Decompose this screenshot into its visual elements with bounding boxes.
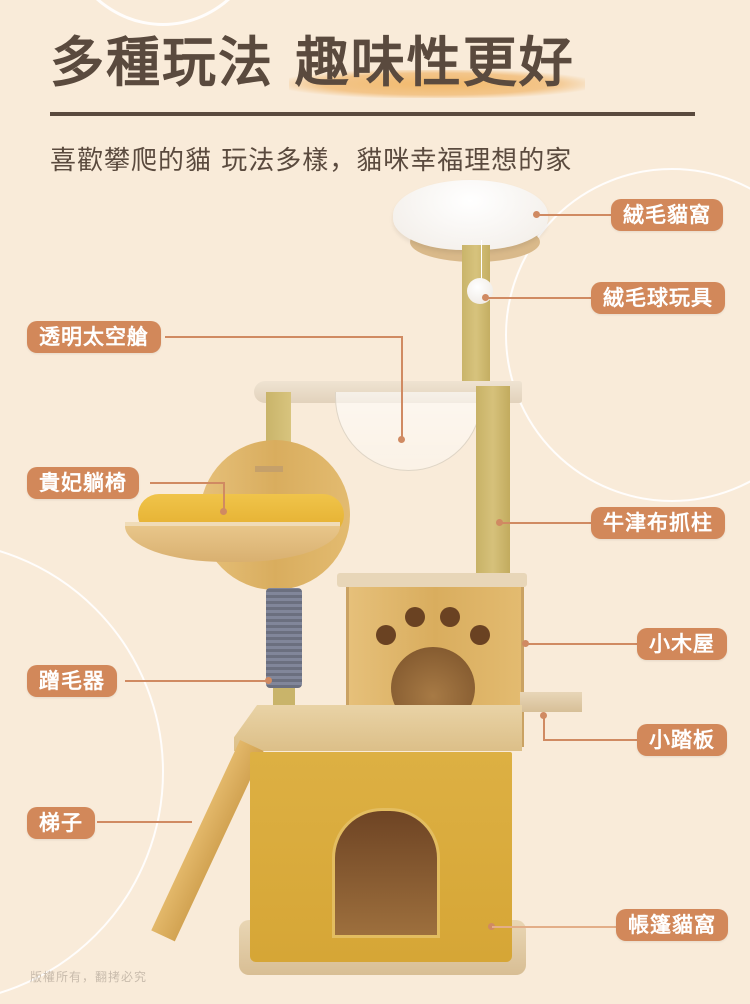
label-tent-cat-house: 帳篷貓窩	[616, 909, 728, 941]
paw-toe-3	[440, 607, 460, 627]
paw-toe-2	[405, 607, 425, 627]
tent-cat-house	[250, 752, 512, 962]
plush-bed	[393, 180, 548, 250]
ball-toy-marker	[482, 294, 489, 301]
page-subtitle: 喜歡攀爬的貓 玩法多樣，貓咪幸福理想的家	[50, 146, 573, 176]
page-title: 多種玩法 趣味性更好	[50, 28, 585, 98]
grooming-brush	[266, 588, 302, 688]
label-space-capsule: 透明太空艙	[27, 321, 161, 353]
ball-string	[481, 240, 482, 280]
copyright-notice: 版權所有，翻拷必究	[30, 970, 148, 984]
ladder-leader	[97, 821, 192, 823]
plush-bed-leader	[537, 214, 613, 216]
decorative-circle-left	[0, 540, 164, 1004]
paw-toe-1	[376, 625, 396, 645]
title-divider	[50, 112, 695, 116]
lounge-chair-marker	[220, 508, 227, 515]
label-small-step-board: 小踏板	[637, 724, 727, 756]
space-capsule-marker	[398, 436, 405, 443]
brush-post-base	[273, 688, 295, 710]
left-post	[266, 392, 291, 442]
wooden-house-top	[337, 573, 527, 587]
space-capsule-bowl	[335, 392, 482, 471]
small-step-board	[520, 692, 582, 712]
lounge-chair-leader-v	[223, 482, 225, 510]
space-capsule-leader-v	[401, 336, 403, 438]
label-lounge-chair: 貴妃躺椅	[27, 467, 139, 499]
grooming-brush-leader	[125, 680, 268, 682]
label-grooming-brush: 蹭毛器	[27, 665, 117, 697]
grooming-brush-marker	[265, 677, 272, 684]
paw-toe-4	[470, 625, 490, 645]
tent-house-leader	[492, 926, 617, 928]
wooden-house-marker	[522, 640, 529, 647]
handle-slot	[255, 466, 283, 472]
scratching-post-marker	[496, 519, 503, 526]
step-board-leader-h	[543, 739, 639, 741]
title-highlight-text: 趣味性更好	[294, 31, 575, 94]
tent-house-marker	[488, 923, 495, 930]
plush-ball-toy	[467, 278, 493, 304]
label-oxford-scratching-post: 牛津布抓柱	[591, 507, 725, 539]
lounge-chair-leader-h	[150, 482, 225, 484]
step-board-leader-v	[543, 715, 545, 740]
label-small-wooden-house: 小木屋	[637, 628, 727, 660]
label-ladder: 梯子	[27, 807, 95, 839]
tent-entrance	[332, 808, 440, 938]
space-capsule-leader-h	[165, 336, 403, 338]
title-highlight: 趣味性更好	[288, 28, 585, 98]
label-plush-bed: 絨毛貓窩	[611, 199, 723, 231]
scratching-post-leader	[500, 522, 592, 524]
title-main: 多種玩法	[50, 31, 274, 94]
oxford-scratching-post	[476, 386, 510, 581]
middle-platform	[234, 705, 522, 751]
ball-toy-leader	[486, 297, 592, 299]
wooden-house-leader	[526, 643, 640, 645]
ladder	[151, 740, 264, 942]
label-plush-ball-toy: 絨毛球玩具	[591, 282, 725, 314]
decorative-circle-top-left	[60, 0, 266, 26]
plush-bed-marker	[533, 211, 540, 218]
top-post	[462, 245, 490, 385]
